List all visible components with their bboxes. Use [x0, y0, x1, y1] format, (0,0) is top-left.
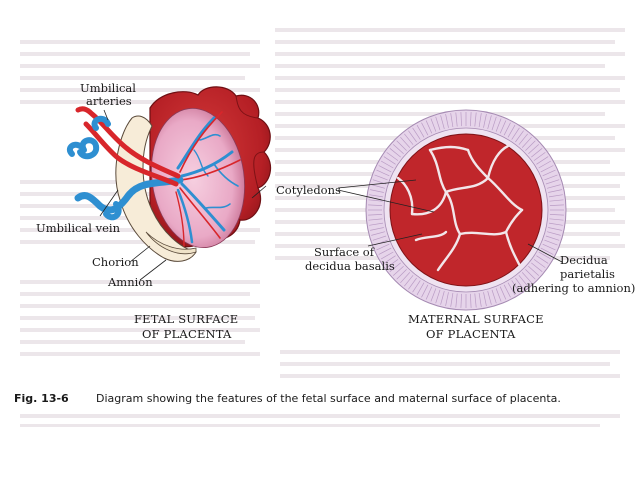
- figure-caption-text: Diagram showing the features of the feta…: [96, 392, 561, 405]
- maternal-placenta: [366, 110, 566, 310]
- fetal-placenta: [70, 87, 271, 262]
- maternal-title-line1: MATERNAL SURFACE: [408, 312, 544, 326]
- fetal-title-line1: FETAL SURFACE: [134, 312, 238, 326]
- label-decidua-parietalis-line1: Decidua: [560, 253, 608, 267]
- label-amnion: Amnion: [107, 275, 153, 289]
- figure-caption: Fig. 13-6 Diagram showing the features o…: [0, 384, 638, 412]
- placenta-diagram: Umbilical arteries Umbilical vein Chorio…: [0, 0, 638, 430]
- label-decidua-parietalis-line3: (adhering to amnion): [512, 281, 635, 295]
- figure-number: Fig. 13-6: [14, 392, 96, 405]
- label-chorion: Chorion: [92, 255, 139, 269]
- label-cotyledons: Cotyledons: [276, 183, 341, 197]
- label-surface-decidua-line2: decidua basalis: [305, 259, 395, 273]
- label-surface-decidua-line1: Surface of: [314, 245, 375, 259]
- maternal-title-line2: OF PLACENTA: [426, 327, 516, 341]
- fetal-title-line2: OF PLACENTA: [142, 327, 232, 341]
- label-decidua-parietalis-line2: parietalis: [560, 267, 615, 281]
- label-umbilical-arteries-line1: Umbilical: [80, 81, 136, 95]
- label-umbilical-vein: Umbilical vein: [36, 221, 121, 235]
- label-umbilical-arteries-line2: arteries: [86, 94, 132, 108]
